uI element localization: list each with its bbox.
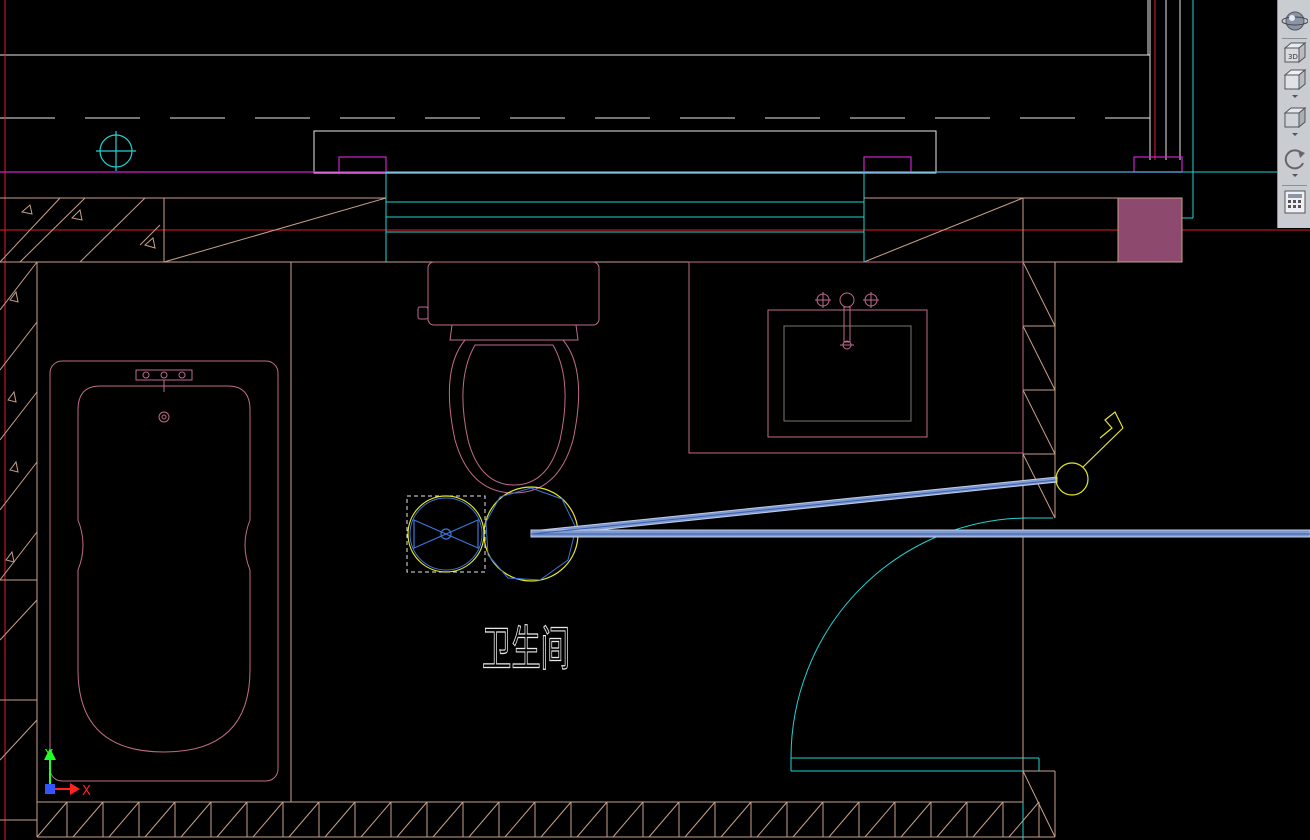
calculator-icon (1284, 190, 1306, 214)
hatch-line (36, 801, 68, 838)
hatch-line (216, 801, 248, 838)
hatch-line (252, 801, 284, 838)
cube-3d-label: 3D (1288, 53, 1298, 61)
walls (0, 197, 1182, 838)
hatch-line (864, 801, 896, 838)
pan-cube-button[interactable] (1281, 68, 1308, 98)
bathtub[interactable] (49, 360, 279, 782)
hatch-line (828, 801, 860, 838)
refresh-icon (1284, 149, 1305, 177)
hatch-line (1008, 801, 1040, 838)
hatch-line (756, 801, 788, 838)
hatch-line (288, 801, 320, 838)
hatch-line (468, 801, 500, 838)
hatch-line (684, 801, 716, 838)
ucs-y-label: Y (44, 748, 53, 763)
hatch-line (648, 801, 680, 838)
callout-marker[interactable] (1055, 411, 1124, 496)
selected-leader-line[interactable] (530, 476, 1310, 538)
hatch-line (504, 801, 536, 838)
navigation-bar: 3D (1277, 0, 1310, 228)
sphere-icon (1281, 11, 1308, 31)
left-wall-hatch (0, 197, 161, 821)
bottom-wall-hatch (36, 801, 1040, 838)
ceiling-lines (0, 0, 1181, 174)
vanity-sink[interactable] (688, 261, 1024, 454)
cyan-window-lines (385, 0, 1277, 840)
hatch-line (108, 801, 140, 838)
hatch-line (972, 801, 1004, 838)
toilet[interactable] (417, 261, 600, 494)
cube-3d-icon: 3D (1283, 41, 1307, 64)
view-cube-3d-button[interactable]: 3D (1281, 40, 1308, 70)
room-label: 卫生间 (482, 621, 570, 677)
hatch-line (432, 801, 464, 838)
orbit-button[interactable] (1281, 145, 1308, 177)
hatch-line (576, 801, 608, 838)
showmotion-button[interactable] (1281, 188, 1308, 218)
hatch-line (900, 801, 932, 838)
magenta-beam (0, 156, 1183, 173)
hatch-line (360, 801, 392, 838)
hatch-line (72, 801, 104, 838)
hatch-line (180, 801, 212, 838)
crosshair-symbol (96, 131, 136, 171)
steering-wheel-button[interactable] (1281, 6, 1308, 36)
hatch-line (612, 801, 644, 838)
hatch-line (720, 801, 752, 838)
orbit-cube-button[interactable] (1281, 106, 1308, 136)
hatch-line (396, 801, 428, 838)
cube-icon (1283, 68, 1307, 98)
hatch-line (540, 801, 572, 838)
hatch-line (936, 801, 968, 838)
ucs-x-label: X (82, 784, 91, 799)
cube-icon (1283, 106, 1307, 136)
hatch-line (324, 801, 356, 838)
hatch-line (792, 801, 824, 838)
structural-column (1117, 197, 1183, 263)
hatch-line (144, 801, 176, 838)
ucs-icon: Y X (44, 748, 91, 799)
